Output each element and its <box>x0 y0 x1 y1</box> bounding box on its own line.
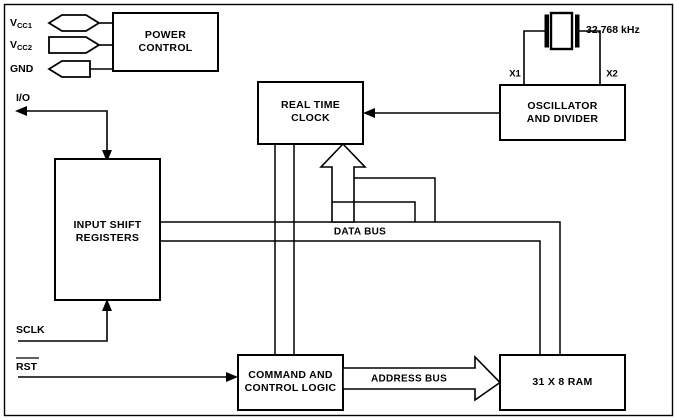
crystal-frequency-label: 32.768 kHz <box>586 24 640 36</box>
block-power-control: POWER CONTROL <box>112 12 219 72</box>
block-command-and-control-logic: COMMAND AND CONTROL LOGIC <box>237 354 344 411</box>
sclk-arrowhead <box>102 299 112 311</box>
power-control-box <box>112 12 219 72</box>
pin-sclk-connection: SCLK <box>16 299 112 342</box>
gnd-pin-symbol <box>47 60 91 78</box>
data-bus-upper-rail <box>160 221 561 355</box>
data-bus-step-upper <box>354 177 436 222</box>
address-bus-label: ADDRESS BUS <box>371 374 447 385</box>
data-bus-label-backdrop <box>326 224 394 239</box>
crystal-body <box>549 11 574 51</box>
vcc1-pin-symbol <box>47 14 101 32</box>
power-control-label-line1: POWER <box>145 29 186 41</box>
pin-label-vcc2: VCC2 <box>10 39 32 52</box>
sclk-wire <box>18 309 108 342</box>
command-control-logic-label-line2: CONTROL LOGIC <box>245 382 337 394</box>
data-bus-lower-rail <box>160 240 541 355</box>
address-bus-hollow-arrow <box>342 355 502 402</box>
bus-rtc-vertical <box>274 144 295 355</box>
block-input-shift-registers: INPUT SHIFT REGISTERS <box>54 158 161 301</box>
crystal-left-lead <box>523 30 546 85</box>
command-control-logic-label-line1: COMMAND AND <box>248 369 333 381</box>
oscillator-divider-box <box>499 84 626 141</box>
pin-label-rst: RST <box>16 361 38 373</box>
pin-label-gnd: GND <box>10 63 34 75</box>
oscillator-divider-label-line2: AND DIVIDER <box>527 113 599 125</box>
crystal-plate-left <box>544 14 549 48</box>
block-ram: 31 X 8 RAM <box>499 354 626 411</box>
bus-data: DATA BUS <box>160 221 561 355</box>
oscillator-divider-label-line1: OSCILLATOR <box>527 100 597 112</box>
real-time-clock-label-line2: CLOCK <box>291 112 330 124</box>
pin-vcc1 <box>47 14 113 32</box>
rst-arrowhead <box>226 372 238 382</box>
ram-label: 31 X 8 RAM <box>532 376 592 388</box>
pin-gnd <box>47 60 113 78</box>
io-arrowhead-out <box>15 106 27 116</box>
pin-rst-connection: RST <box>16 357 238 382</box>
oscillator-rtc-arrowhead <box>363 108 375 118</box>
crystal-plate-right <box>575 14 580 48</box>
data-bus-to-rtc-arrow <box>319 142 367 223</box>
crystal-terminal-x2: X2 <box>606 69 618 80</box>
data-bus-label: DATA BUS <box>334 227 386 238</box>
bus-address: ADDRESS BUS <box>342 355 502 402</box>
pin-vcc2 <box>48 36 113 54</box>
pin-io-connection: I/O <box>15 92 112 162</box>
io-wire <box>24 110 108 153</box>
block-oscillator-and-divider: OSCILLATOR AND DIVIDER <box>499 84 626 141</box>
input-shift-registers-box <box>54 158 161 301</box>
input-shift-registers-label-line2: REGISTERS <box>76 232 139 244</box>
input-shift-registers-label-line1: INPUT SHIFT <box>73 219 141 231</box>
block-real-time-clock: REAL TIME CLOCK <box>257 81 364 145</box>
vcc2-pin-symbol <box>48 36 101 54</box>
crystal-right-lead <box>578 30 601 85</box>
command-control-logic-box <box>237 354 344 411</box>
pin-label-io: I/O <box>16 92 30 104</box>
data-bus-right-routing <box>332 177 436 222</box>
pin-label-vcc1: VCC1 <box>10 17 32 30</box>
power-control-label-line2: CONTROL <box>138 42 192 54</box>
crystal-terminal-x1: X1 <box>509 69 521 80</box>
connection-oscillator-to-rtc <box>363 108 500 118</box>
diagram-border <box>3 3 674 417</box>
real-time-clock-label-line1: REAL TIME <box>281 99 340 111</box>
data-bus-step-lower <box>332 201 416 222</box>
pin-label-sclk: SCLK <box>16 324 45 336</box>
io-arrowhead-in <box>102 150 112 162</box>
crystal-oscillator-network: 32.768 kHz X1 X2 <box>509 11 640 85</box>
rtc-hollow-up-arrow <box>319 142 367 223</box>
